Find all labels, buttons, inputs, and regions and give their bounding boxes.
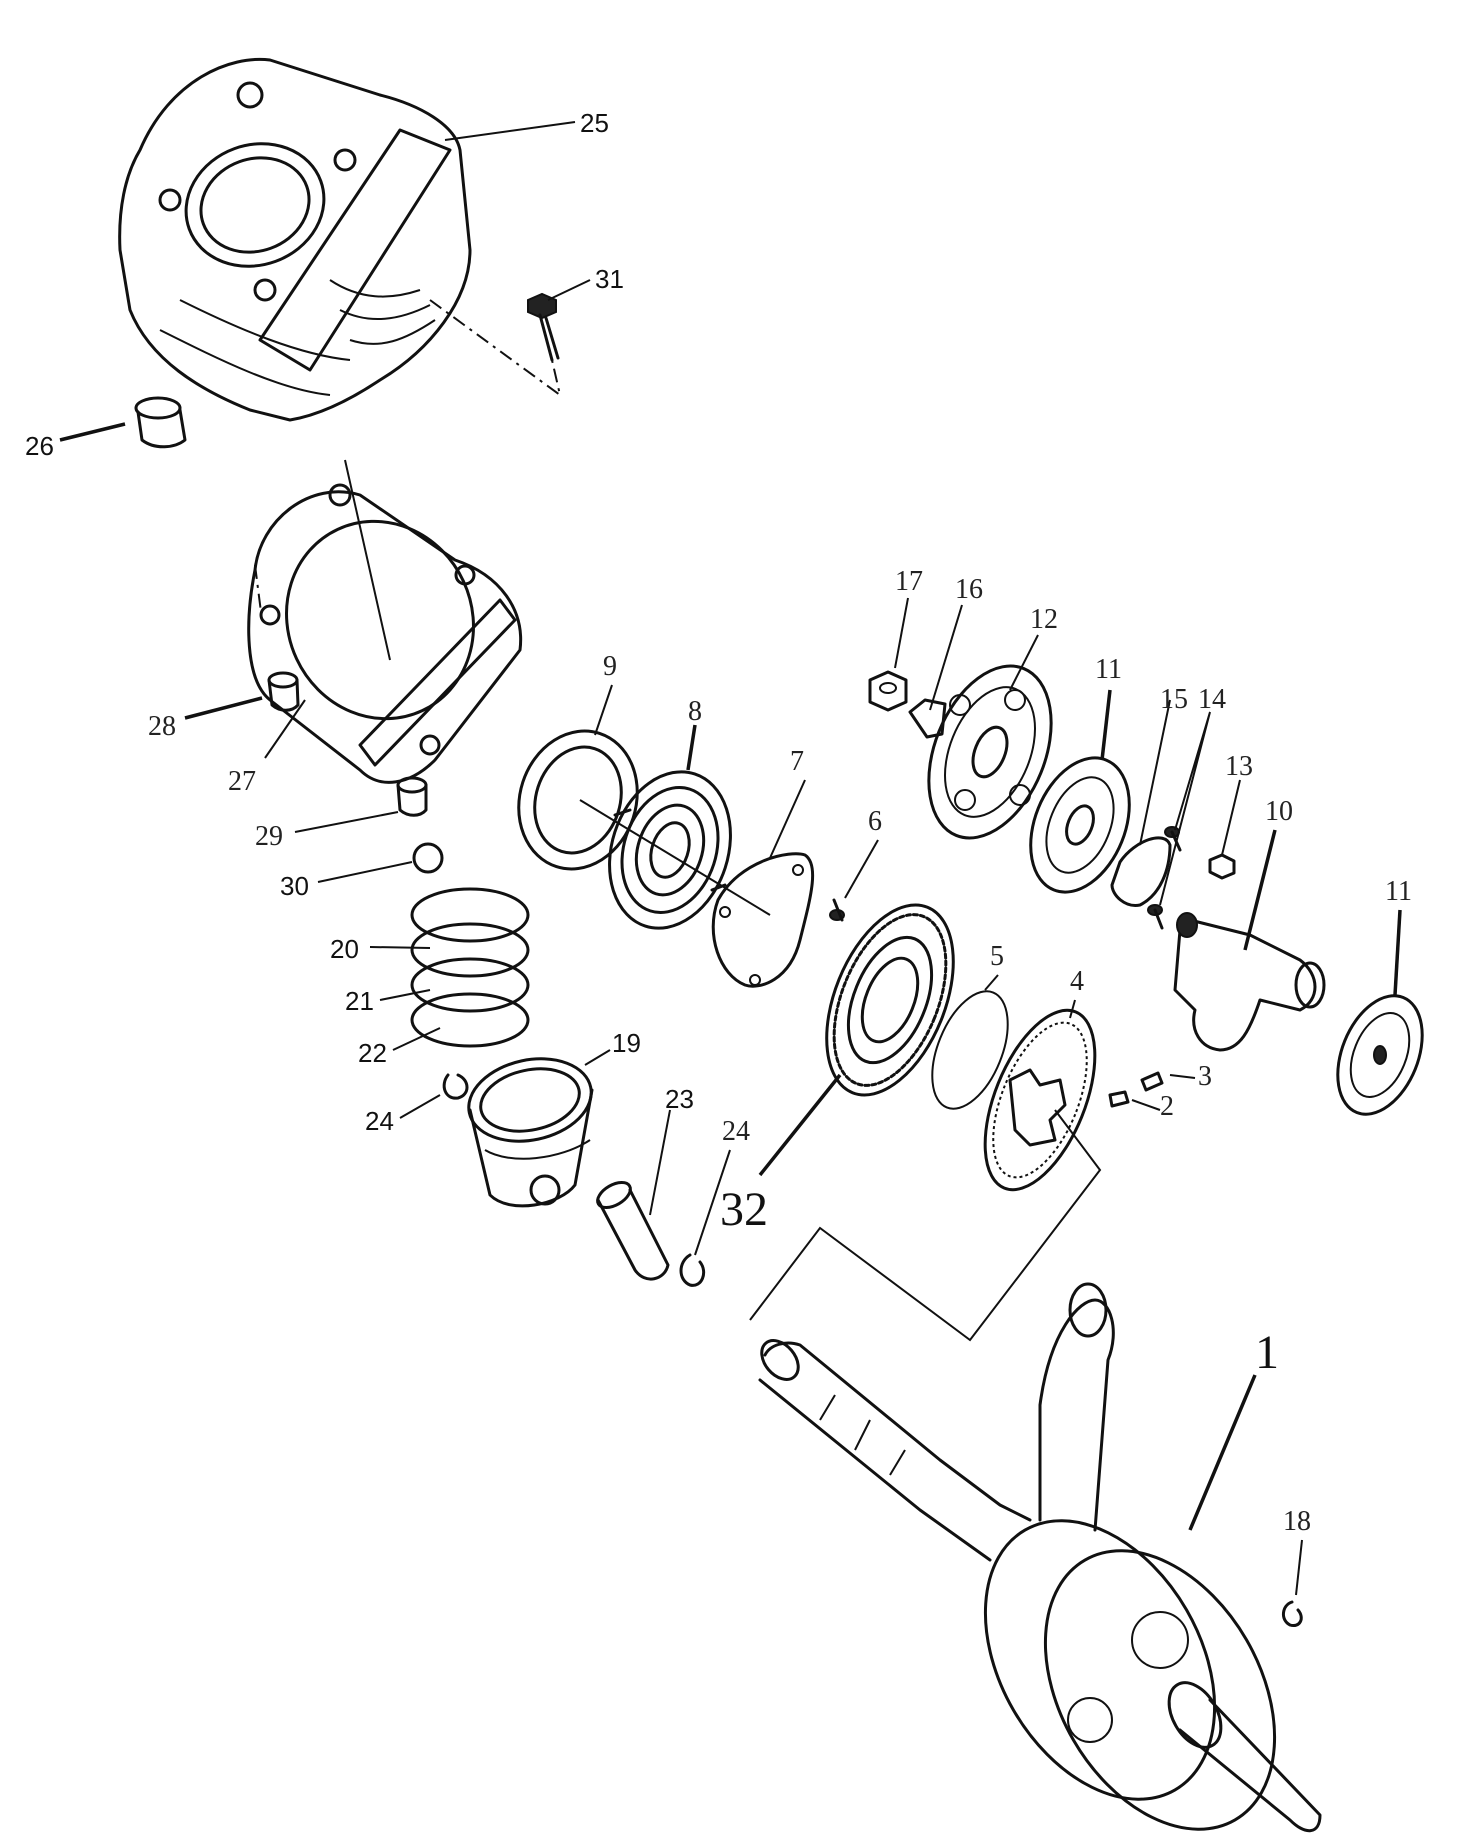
piston-rings (410, 887, 530, 1048)
label-28: 28 (148, 711, 176, 742)
locating-pin-29 (396, 776, 428, 817)
ball-30 (412, 842, 444, 874)
label-7: 7 (790, 746, 804, 777)
one-way-clutch-4 (983, 1008, 1097, 1192)
label-11a: 11 (1095, 654, 1122, 685)
screw-6 (829, 898, 845, 922)
label-21: 21 (345, 986, 374, 1016)
washer-5 (931, 990, 1009, 1110)
label-32: 32 (720, 1183, 768, 1236)
bearing-11-upper (1029, 756, 1131, 894)
drive-gear-32 (825, 903, 955, 1097)
label-15: 15 (1160, 684, 1188, 715)
label-17: 17 (895, 566, 923, 597)
label-14: 14 (1198, 684, 1226, 715)
dowel-pin-28 (267, 671, 300, 712)
clip-18 (1282, 1600, 1303, 1628)
label-8: 8 (688, 696, 702, 727)
label-24b: 24 (722, 1116, 750, 1147)
dowel-pin-26 (134, 396, 187, 449)
label-29: 29 (255, 821, 283, 852)
bearing-12 (927, 664, 1053, 840)
pin-2 (1108, 1090, 1130, 1108)
circlip-left (442, 1073, 469, 1100)
label-2: 2 (1160, 1091, 1174, 1122)
pin-3 (1140, 1071, 1164, 1092)
woodruff-key-13 (1208, 853, 1236, 880)
label-3: 3 (1198, 1061, 1212, 1092)
circlip-right (679, 1253, 706, 1287)
bolt (527, 292, 560, 362)
bearing-11-lower (1336, 994, 1424, 1116)
label-27: 27 (228, 766, 256, 797)
piston (467, 1057, 594, 1208)
label-10: 10 (1265, 796, 1293, 827)
piston-pin (596, 1181, 670, 1281)
cylinder-base-gasket (247, 459, 523, 784)
label-12: 12 (1030, 604, 1058, 635)
label-1: 1 (1255, 1326, 1279, 1379)
label-6: 6 (868, 806, 882, 837)
retainer-plate-15 (1110, 836, 1172, 907)
label-11b: 11 (1385, 876, 1412, 907)
label-31: 31 (595, 264, 624, 294)
label-26: 26 (25, 431, 54, 461)
label-22: 22 (358, 1038, 387, 1068)
balancer-shaft (1173, 912, 1326, 1052)
label-4: 4 (1070, 966, 1084, 997)
label-5: 5 (990, 941, 1004, 972)
label-23: 23 (665, 1084, 694, 1114)
label-30: 30 (280, 871, 309, 901)
label-24a: 24 (365, 1106, 394, 1136)
label-19: 19 (612, 1028, 641, 1058)
label-13: 13 (1225, 751, 1253, 782)
nut-17 (868, 670, 908, 712)
label-25: 25 (580, 108, 609, 138)
cylinder-block (118, 57, 472, 422)
label-20: 20 (330, 934, 359, 964)
label-18: 18 (1283, 1506, 1311, 1537)
crankshaft (758, 1282, 1322, 1833)
label-9: 9 (603, 651, 617, 682)
gasket-7 (711, 852, 815, 988)
label-16: 16 (955, 574, 983, 605)
